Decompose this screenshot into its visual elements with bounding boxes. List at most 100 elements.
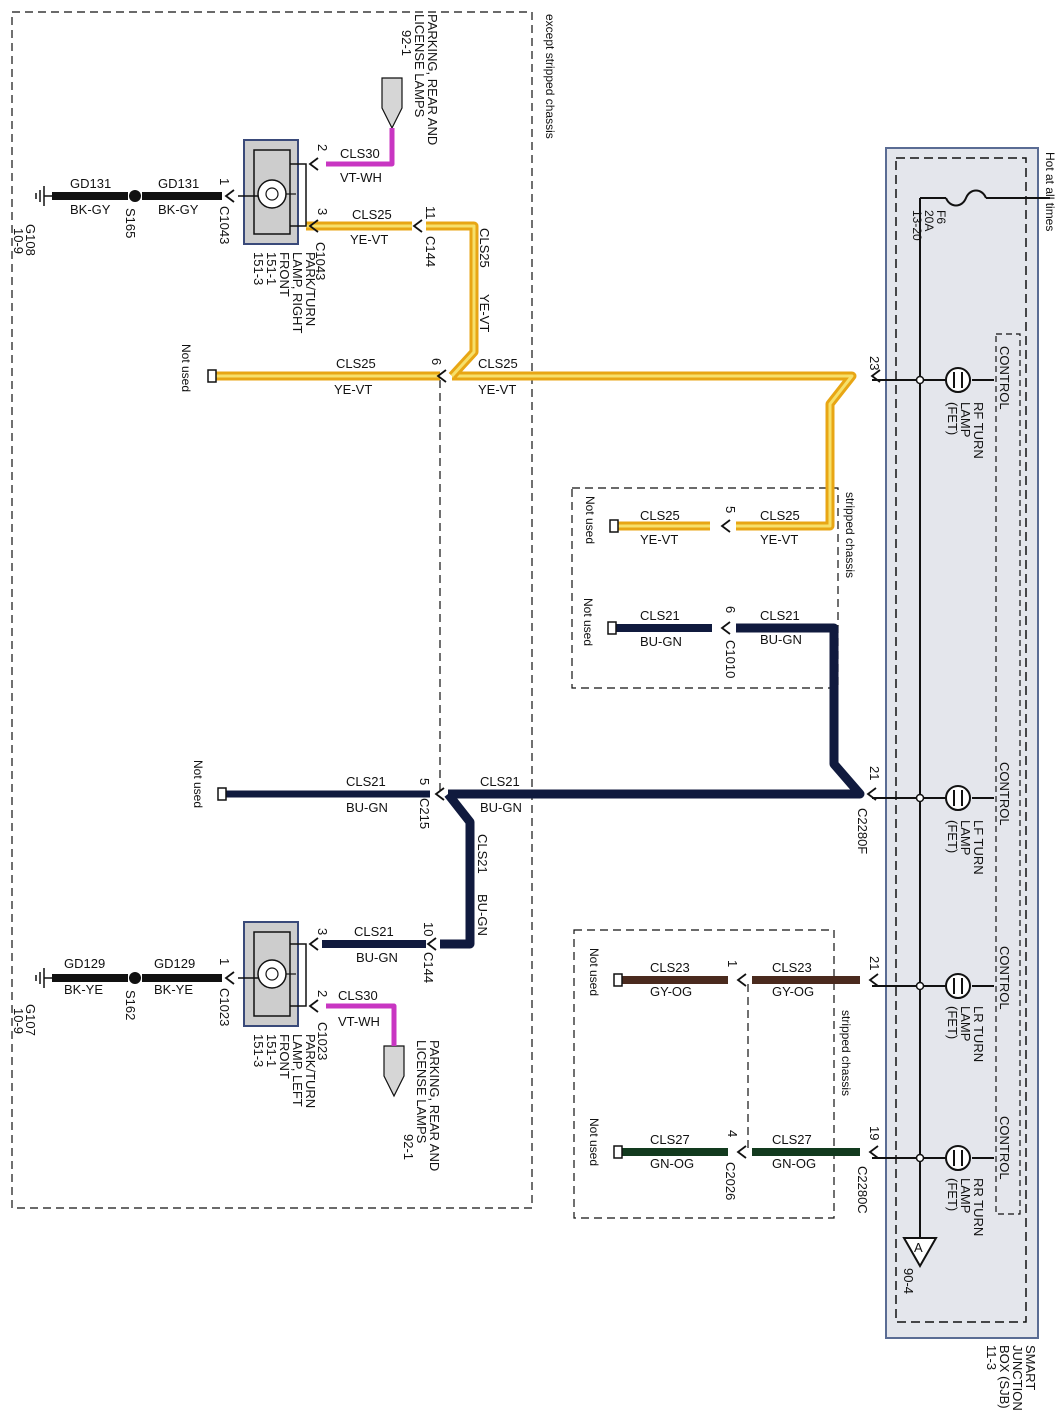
rf-cls25-circuit: CLS25 <box>352 207 392 222</box>
fuse-label-2: 20A <box>922 210 936 231</box>
st-row1-left-circuit: CLS25 <box>640 508 680 523</box>
rf-c144-pin: 11 <box>423 206 438 220</box>
rf-lamp-name-5: 151-3 <box>251 252 266 285</box>
not-used-terminal-1 <box>207 369 217 383</box>
lr-module-name-3: (FET) <box>945 1006 960 1039</box>
sb-row2-left-circuit: CLS27 <box>650 1132 690 1147</box>
st-row2-right-circuit: CLS21 <box>760 608 800 623</box>
splice-s162: S162 <box>123 990 138 1020</box>
rf-lamp-ground-connector: C1043 <box>217 206 232 244</box>
lr-pin: 21 <box>867 956 882 970</box>
lf-c144-pin: 10 <box>421 922 436 936</box>
rf-pin: 23 <box>867 356 882 370</box>
sb-row1-pin: 1 <box>725 960 740 967</box>
mid-riser-color: BU-GN <box>475 894 490 936</box>
st-row1-right-color: YE-VT <box>760 532 798 547</box>
smart-junction-box <box>885 147 1039 1339</box>
st-row2-pin: 6 <box>723 606 738 613</box>
lf-lamp-name-4: 151-1 <box>264 1034 279 1067</box>
rf-module-name-1: RF TURN <box>971 402 986 459</box>
gd131-circuit-1: GD131 <box>70 176 111 191</box>
ground-g107-symbol <box>35 968 52 988</box>
splice-s165: S165 <box>123 208 138 238</box>
wire-cls25-main <box>214 221 857 531</box>
rf-riser-color: YE-VT <box>477 294 492 332</box>
sb-row2-left-color: GN-OG <box>650 1156 694 1171</box>
mid-left-circuit: CLS21 <box>346 774 386 789</box>
sjb-name-4: 11-3 <box>984 1345 999 1370</box>
not-used-label-2: Not used <box>191 760 205 808</box>
cls25-main-right-circuit: CLS25 <box>478 356 518 371</box>
st-row2-left-color: BU-GN <box>640 634 682 649</box>
rr-module-name-1: RR TURN <box>971 1178 986 1236</box>
park-turn-lamp-left-front <box>238 921 307 1027</box>
gd131-color-1: BK-GY <box>70 202 111 217</box>
control-label-lr: CONTROL <box>997 946 1012 1010</box>
rr-pin: 19 <box>867 1126 882 1140</box>
mid-connector: C215 <box>417 798 432 829</box>
control-label-rr: CONTROL <box>997 1116 1012 1180</box>
cls25-main-pin: 6 <box>429 358 444 365</box>
lf-lamp-name-3: FRONT <box>277 1034 292 1079</box>
offpage-connector-a <box>902 1162 938 1269</box>
rf-module-name-3: (FET) <box>945 402 960 435</box>
fuse-label-3: 13-20 <box>910 210 924 241</box>
hot-at-all-times-label: Hot at all times <box>1043 152 1057 231</box>
sb-row1-right-color: GY-OG <box>772 984 814 999</box>
lf-lamp-name-2: LAMP, LEFT <box>290 1034 305 1107</box>
lr-module-name-1: LR TURN <box>971 1006 986 1062</box>
cls25-main-left-color: YE-VT <box>334 382 372 397</box>
lf-module-name-2: LAMP <box>958 820 973 855</box>
lf-module-name-3: (FET) <box>945 820 960 853</box>
sjb-name-2: JUNCTION <box>1010 1345 1025 1411</box>
rf-lamp-name-3: FRONT <box>277 252 292 297</box>
rf-module-name-2: LAMP <box>958 402 973 437</box>
st-row1-left-color: YE-VT <box>640 532 678 547</box>
lf-lamp-name-5: 151-3 <box>251 1034 266 1067</box>
control-label-rf: CONTROL <box>997 346 1012 410</box>
not-used-label-6: Not used <box>587 1118 601 1166</box>
ground-g107-ref: 10-9 <box>11 1008 26 1034</box>
sb-row1-right-circuit: CLS23 <box>772 960 812 975</box>
gd129-circuit-2: GD129 <box>154 956 195 971</box>
not-used-label-3: Not used <box>583 496 597 544</box>
connector-chevrons <box>224 157 881 1159</box>
not-used-terminal-4 <box>607 621 617 635</box>
rf-cls25-connector: C1043 <box>313 242 328 280</box>
wire-cls30 <box>326 148 397 1026</box>
stripped-region-bottom <box>573 929 835 1219</box>
rf-riser-circuit: CLS25 <box>477 228 492 268</box>
gd129-color-2: BK-YE <box>154 982 193 997</box>
parking-lamps-top-2: LICENSE LAMPS <box>412 14 427 118</box>
ground-g108-ref: 10-9 <box>11 228 26 254</box>
mid-pin: 5 <box>417 778 432 785</box>
gd129-color-1: BK-YE <box>64 982 103 997</box>
not-used-terminal-2 <box>217 787 227 801</box>
rr-module-name-3: (FET) <box>945 1178 960 1211</box>
rf-lamp-name-4: 151-1 <box>264 252 279 285</box>
lr-turn-lamp-fet <box>872 973 994 999</box>
lf-cls21-color: BU-GN <box>356 950 398 965</box>
control-box <box>995 333 1021 1215</box>
lf-c144: C144 <box>421 952 436 983</box>
lr-module-name-2: LAMP <box>958 1006 973 1041</box>
mid-riser-circuit: CLS21 <box>475 834 490 874</box>
sjb-name-3: BOX (SJB) <box>997 1345 1012 1409</box>
wire-cls21 <box>224 623 865 949</box>
parking-lamps-bottom-connector <box>383 1026 405 1098</box>
rf-turn-lamp-fet <box>872 367 994 393</box>
lf-cls21-pin: 3 <box>315 928 330 935</box>
park-turn-lamp-right-front <box>238 139 307 245</box>
rf-lamp-name-2: LAMP, RIGHT <box>290 252 305 333</box>
lf-lamp-ground-connector: C1023 <box>217 988 232 1026</box>
cls25-main-right-color: YE-VT <box>478 382 516 397</box>
not-used-terminal-6 <box>613 1145 623 1159</box>
fuse-label-1: F6 <box>934 210 948 224</box>
rf-lamp-ground-pin: 1 <box>217 178 232 185</box>
control-label-lf: CONTROL <box>997 762 1012 826</box>
mid-right-circuit: CLS21 <box>480 774 520 789</box>
parking-lamps-top-1: PARKING, REAR AND <box>425 14 440 145</box>
gd131-circuit-2: GD131 <box>158 176 199 191</box>
st-row2-right-color: BU-GN <box>760 632 802 647</box>
mid-right-color: BU-GN <box>480 800 522 815</box>
